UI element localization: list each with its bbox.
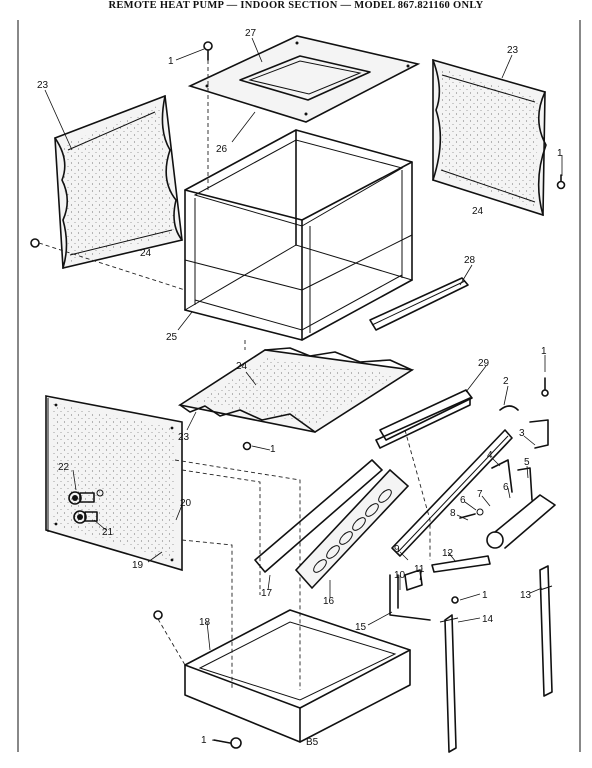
screw-mid: [451, 596, 459, 604]
callout-8: 8: [450, 508, 456, 519]
callout-15: 15: [355, 622, 367, 633]
screw-top: [203, 41, 213, 61]
front-panel: [45, 395, 183, 572]
bracket-28: [369, 277, 469, 331]
callout-24-base: 24: [236, 361, 248, 372]
screw-right: [556, 174, 566, 190]
figure-code: B5: [306, 737, 319, 748]
callout-6-b: 6: [503, 482, 509, 493]
callout-1-mid-screw: 1: [482, 590, 488, 601]
rail-14: [439, 614, 459, 753]
callout-1-right-screw: 1: [557, 148, 563, 159]
callout-1-bottom-screw: 1: [201, 735, 207, 746]
top-panel: [187, 35, 421, 123]
callout-1-base-screw: 1: [270, 444, 276, 455]
callout-11: 11: [414, 564, 425, 575]
callout-23-base: 23: [178, 432, 190, 443]
heater-element: [254, 459, 410, 590]
diagram-title: REMOTE HEAT PUMP — INDOOR SECTION — MODE…: [108, 0, 484, 11]
screw-left: [30, 238, 40, 248]
cabinet-frame: [184, 129, 413, 341]
callout-16: 16: [323, 596, 335, 607]
screw-bottom: [213, 737, 242, 749]
base-panel: [177, 347, 415, 433]
callout-10: 10: [394, 570, 406, 581]
callout-21: 21: [102, 527, 114, 538]
callout-4: 4: [487, 450, 493, 461]
callout-26: 26: [216, 144, 228, 155]
wiring-components: [459, 405, 556, 549]
callout-19: 19: [132, 560, 144, 571]
callout-6-a: 6: [460, 495, 466, 506]
callout-28: 28: [464, 255, 476, 266]
callout-18: 18: [199, 617, 211, 628]
callout-9: 9: [394, 544, 400, 555]
rail-13: [539, 565, 553, 697]
drain-pan-18: [184, 609, 411, 743]
callout-27: 27: [245, 28, 257, 39]
screw-pan-left: [153, 610, 163, 620]
callout-24-left: 24: [140, 248, 152, 259]
coil-support: [391, 429, 513, 557]
right-side-panel: [432, 58, 547, 217]
callout-3: 3: [519, 428, 525, 439]
piping-parts: [389, 555, 491, 621]
callout-13: 13: [520, 590, 532, 601]
callout-22: 22: [58, 462, 70, 473]
screw-base: [242, 441, 252, 451]
left-side-panel: [54, 94, 183, 269]
callout-1-upper-right: 1: [541, 346, 547, 357]
deflector-29: [375, 389, 473, 449]
callout-20: 20: [180, 498, 192, 509]
service-valves: [68, 489, 104, 524]
callout-23-right: 23: [507, 45, 519, 56]
callout-14: 14: [482, 614, 494, 625]
callout-7: 7: [477, 489, 483, 500]
callout-12: 12: [442, 548, 454, 559]
callout-17: 17: [261, 588, 273, 599]
callout-5: 5: [524, 457, 530, 468]
callout-23-left: 23: [37, 80, 49, 91]
screw-upper-right: [541, 377, 549, 397]
callout-29: 29: [478, 358, 490, 369]
callout-25: 25: [166, 332, 178, 343]
callout-2: 2: [503, 376, 509, 387]
callout-24-right: 24: [472, 206, 484, 217]
callout-1-top-screw: 1: [168, 56, 174, 67]
